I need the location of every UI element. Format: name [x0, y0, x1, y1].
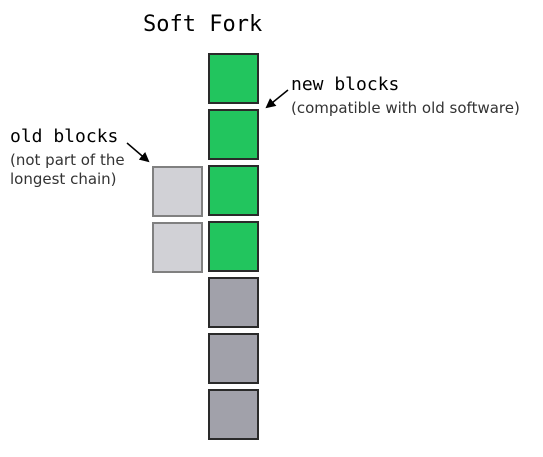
base-block: [208, 389, 259, 440]
new-block: [208, 165, 259, 216]
old-block: [152, 166, 203, 217]
old-blocks-note-line1: (not part of the: [10, 151, 125, 169]
new-blocks-note: (compatible with old software): [291, 99, 520, 117]
diagram-title: Soft Fork: [143, 12, 263, 37]
main-chain: [208, 53, 259, 440]
base-block: [208, 333, 259, 384]
base-block: [208, 277, 259, 328]
old-block: [152, 222, 203, 273]
new-block: [208, 53, 259, 104]
old-chain: [152, 166, 203, 273]
new-blocks-label: new blocks: [291, 74, 400, 95]
old-blocks-arrow: [126, 142, 150, 163]
new-block: [208, 109, 259, 160]
new-block: [208, 221, 259, 272]
new-blocks-arrow: [265, 89, 289, 109]
old-blocks-note-line2: longest chain): [10, 170, 117, 188]
old-blocks-label: old blocks: [10, 126, 119, 147]
